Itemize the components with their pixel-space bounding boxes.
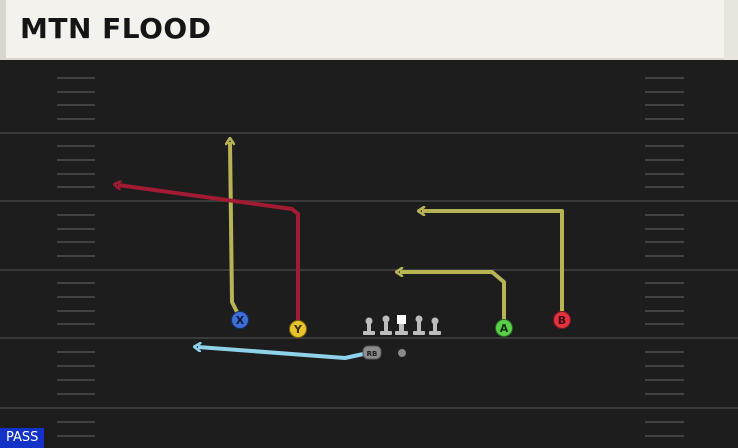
lineman-icon [429,317,441,335]
yard-lines [0,132,738,409]
center-icon [395,315,408,335]
route-a-out [400,272,506,326]
player-y[interactable]: Y [289,320,307,338]
route-y-corner [118,185,300,327]
player-rb[interactable]: RB [362,345,382,360]
title-accent [0,0,6,60]
lineman-icon [363,317,375,335]
route-rb-flat [198,347,369,360]
quarterback-icon [398,349,406,357]
hash-marks-left [57,77,95,437]
lineman-icon [380,315,392,335]
player-a-label: A [500,322,509,335]
play-title-bar: MTN FLOOD [0,0,738,60]
player-x-label: X [236,314,245,327]
play-title: MTN FLOOD [20,12,212,45]
player-rb-label: RB [367,350,378,358]
play-type-badge: PASS [0,428,45,448]
hash-marks-right [645,77,684,437]
player-y-label: Y [293,323,303,336]
player-x[interactable]: X [231,311,249,329]
player-b[interactable]: B [553,311,571,329]
player-b-label: B [558,314,566,327]
football-field [0,60,738,448]
route-x-go [230,142,242,319]
player-a[interactable]: A [495,319,513,337]
route-b-deep-out [422,211,564,318]
offensive-line [363,315,441,335]
lineman-icon [413,315,425,335]
title-tail [724,0,738,60]
